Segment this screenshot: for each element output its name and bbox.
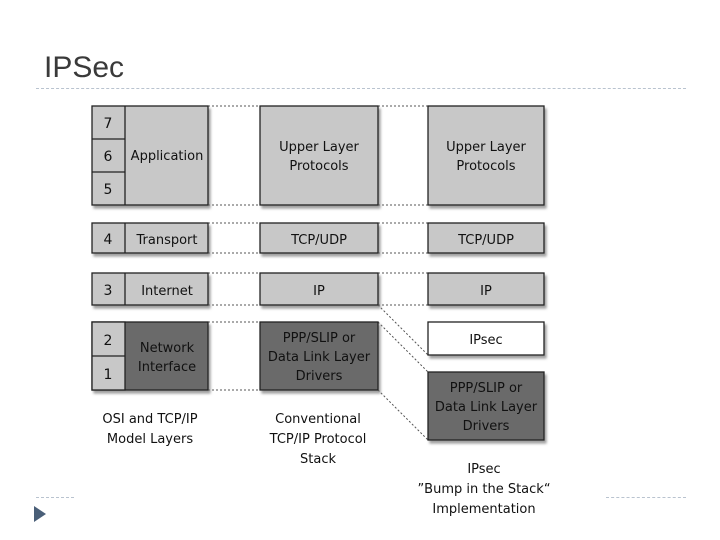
bits-ip-box [427,272,545,306]
footer-divider-left [36,497,74,498]
application-layer-box [91,105,209,206]
conventional-ip-label: IP [313,284,325,299]
bits-drivers-box [427,371,545,441]
internet-layer-box [91,272,209,306]
bits-upper-label: Upper Layer [446,140,526,155]
bits-tcpudp-label: TCP/UDP [457,233,514,248]
layer-number: 4 [104,232,113,248]
conventional-drivers-label: Drivers [296,369,343,384]
bits-ipsec-box [427,321,545,356]
layer-number: 6 [104,149,113,165]
osi-labels: 7 6 5 4 3 2 1 Application Transport Inte… [102,116,203,447]
connector-line [377,304,429,356]
bits-upper-box [427,105,545,206]
layer-number: 7 [104,116,113,132]
conventional-upper-label: Protocols [289,159,348,174]
conventional-caption: TCP/IP Protocol [269,432,367,447]
connector-lines [208,105,429,441]
bits-caption: IPsec [467,462,500,477]
layer-number: 1 [104,367,113,383]
bits-upper-label: Protocols [456,159,515,174]
conventional-tcpudp-box [259,222,379,254]
bits-drivers-label: PPP/SLIP or [450,381,523,396]
network-interface-label: Network [140,341,195,356]
bits-labels: Upper Layer Protocols TCP/UDP IP IPsec P… [417,140,550,517]
bits-ip-label: IP [480,284,492,299]
conventional-column [259,105,379,391]
osi-column [91,105,209,391]
title-divider [36,88,686,89]
layer-number: 3 [104,283,113,299]
next-slide-icon[interactable] [33,505,47,523]
conventional-ip-box [259,272,379,306]
bits-drivers-label: Data Link Layer [435,400,538,415]
conventional-caption: Conventional [275,412,361,427]
footer-divider-right [606,497,686,498]
network-interface-label: Interface [138,360,196,375]
conventional-caption: Stack [300,452,336,467]
conventional-drivers-label: PPP/SLIP or [283,331,356,346]
bits-caption: ”Bump in the Stack“ [417,482,550,497]
slide-title: IPSec [44,51,125,84]
transport-layer-box [91,222,209,254]
conventional-drivers-label: Data Link Layer [268,350,371,365]
bits-column [427,105,545,441]
conventional-labels: Upper Layer Protocols TCP/UDP IP PPP/SLI… [268,140,371,467]
conventional-upper-box [259,105,379,206]
application-label: Application [131,149,204,164]
osi-caption: OSI and TCP/IP [102,412,197,427]
internet-label: Internet [141,284,193,299]
layer-number: 5 [104,182,113,198]
conventional-drivers-box [259,321,379,391]
conventional-upper-label: Upper Layer [279,140,359,155]
layer-number: 2 [104,333,113,349]
osi-caption: Model Layers [107,432,193,447]
bits-tcpudp-box [427,222,545,254]
bits-ipsec-label: IPsec [469,333,502,348]
bits-drivers-label: Drivers [463,419,510,434]
connector-line [377,389,429,441]
conventional-tcpudp-label: TCP/UDP [290,233,347,248]
connector-line [377,321,429,373]
bits-caption: Implementation [432,502,535,517]
transport-label: Transport [135,233,197,248]
